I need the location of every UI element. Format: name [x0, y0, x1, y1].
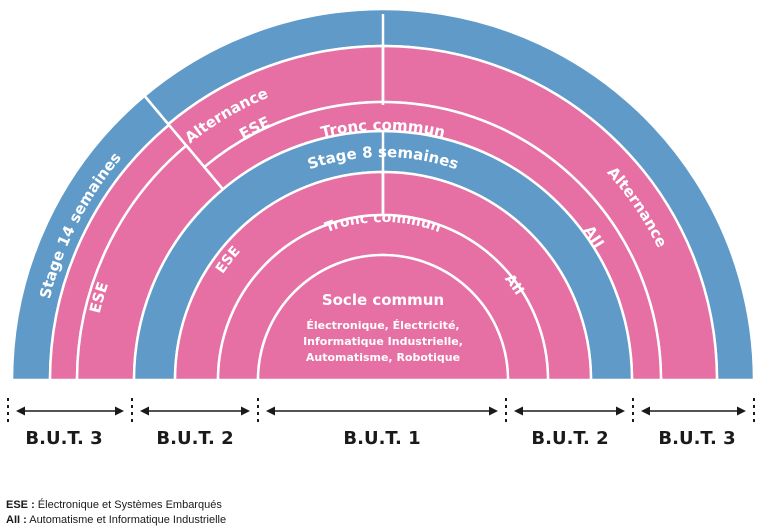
- legend-aii-text: Automatisme et Informatique Industrielle: [26, 514, 227, 526]
- scale-label-but2-right: B.U.T. 2: [531, 428, 608, 449]
- divider-diagonal: [143, 94, 224, 191]
- scale-label-but1: B.U.T. 1: [343, 428, 420, 449]
- but-scale: B.U.T. 3 B.U.T. 2 B.U.T. 1 B.U.T. 2 B.U.…: [7, 398, 755, 449]
- legend-ese-text: Électronique et Systèmes Embarqués: [34, 499, 222, 511]
- scale-arrow-0: [16, 406, 124, 416]
- ring-socle-commun: [256, 253, 510, 382]
- scale-label-but3-right: B.U.T. 3: [658, 428, 735, 449]
- legend-ese: ESE : Électronique et Systèmes Embarqués: [6, 499, 222, 511]
- scale-arrow-2: [266, 406, 498, 416]
- scale-arrow-1: [140, 406, 250, 416]
- label-socle-line-2: Informatique Industrielle,: [303, 335, 463, 348]
- scale-arrow-4: [641, 406, 746, 416]
- label-socle-line-3: Automatisme, Robotique: [306, 351, 460, 364]
- legend-aii: AII : Automatisme et Informatique Indust…: [6, 514, 226, 526]
- scale-label-but3-left: B.U.T. 3: [25, 428, 102, 449]
- legend-ese-abbr: ESE :: [6, 499, 35, 511]
- scale-arrow-3: [514, 406, 625, 416]
- label-socle-commun: Socle commun: [322, 291, 444, 309]
- legend-aii-abbr: AII :: [6, 514, 27, 526]
- scale-label-but2-left: B.U.T. 2: [156, 428, 233, 449]
- label-socle-line-1: Électronique, Électricité,: [306, 319, 459, 332]
